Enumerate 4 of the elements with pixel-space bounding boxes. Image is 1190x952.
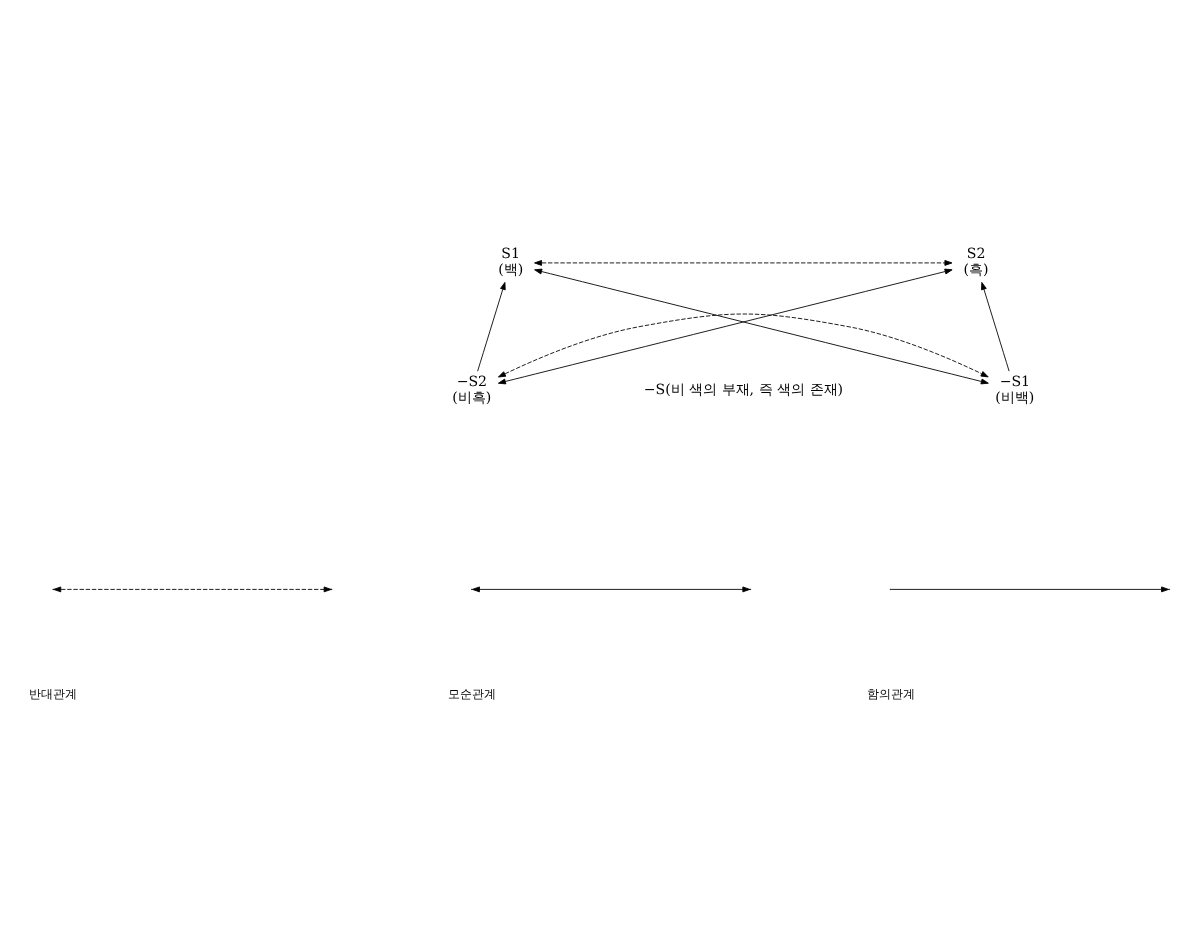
arrow [497, 312, 989, 377]
arrow [981, 280, 1010, 371]
arrow [534, 259, 953, 265]
arrow [477, 280, 506, 371]
